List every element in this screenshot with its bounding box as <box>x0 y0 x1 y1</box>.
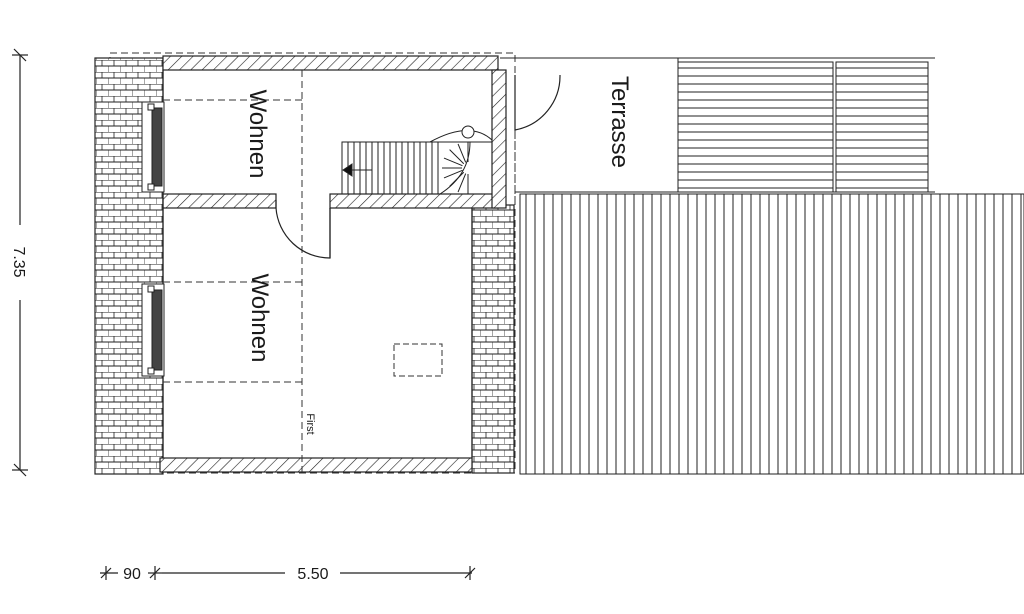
stair-winder <box>443 157 463 167</box>
vertical-dimension-label: 7.35 <box>10 246 27 277</box>
right-brick-wall <box>471 204 515 474</box>
window-upper <box>141 101 165 193</box>
vertical-dimension <box>12 48 28 477</box>
door-swing-terrace <box>514 74 561 131</box>
stair-winder <box>443 169 463 179</box>
roof-area <box>519 193 1024 475</box>
ridge-label: First <box>304 413 316 434</box>
stair-winder <box>457 173 467 193</box>
dimension-label-small: 90 <box>123 566 141 583</box>
stair-winder <box>449 149 465 165</box>
horizontal-dimension <box>100 566 476 580</box>
terrace-deck-1 <box>677 61 834 193</box>
terrace-deck-2 <box>835 61 929 193</box>
skylight <box>393 343 443 377</box>
top-wall <box>162 55 499 71</box>
room-label-lower: Wohnen <box>246 274 273 363</box>
partition-wall-right <box>329 193 499 209</box>
partition-wall-left <box>162 193 277 209</box>
staircase <box>341 125 493 195</box>
stair-winder <box>457 143 467 163</box>
dimension-label-main: 5.50 <box>297 566 328 583</box>
outer-outline <box>109 52 516 474</box>
bottom-wall <box>159 457 473 473</box>
window-lower <box>141 283 165 377</box>
terrace-label: Terrasse <box>606 76 633 168</box>
stair-wall <box>491 69 507 209</box>
room-label-upper: Wohnen <box>244 90 271 179</box>
door-swing-lower <box>275 207 331 259</box>
